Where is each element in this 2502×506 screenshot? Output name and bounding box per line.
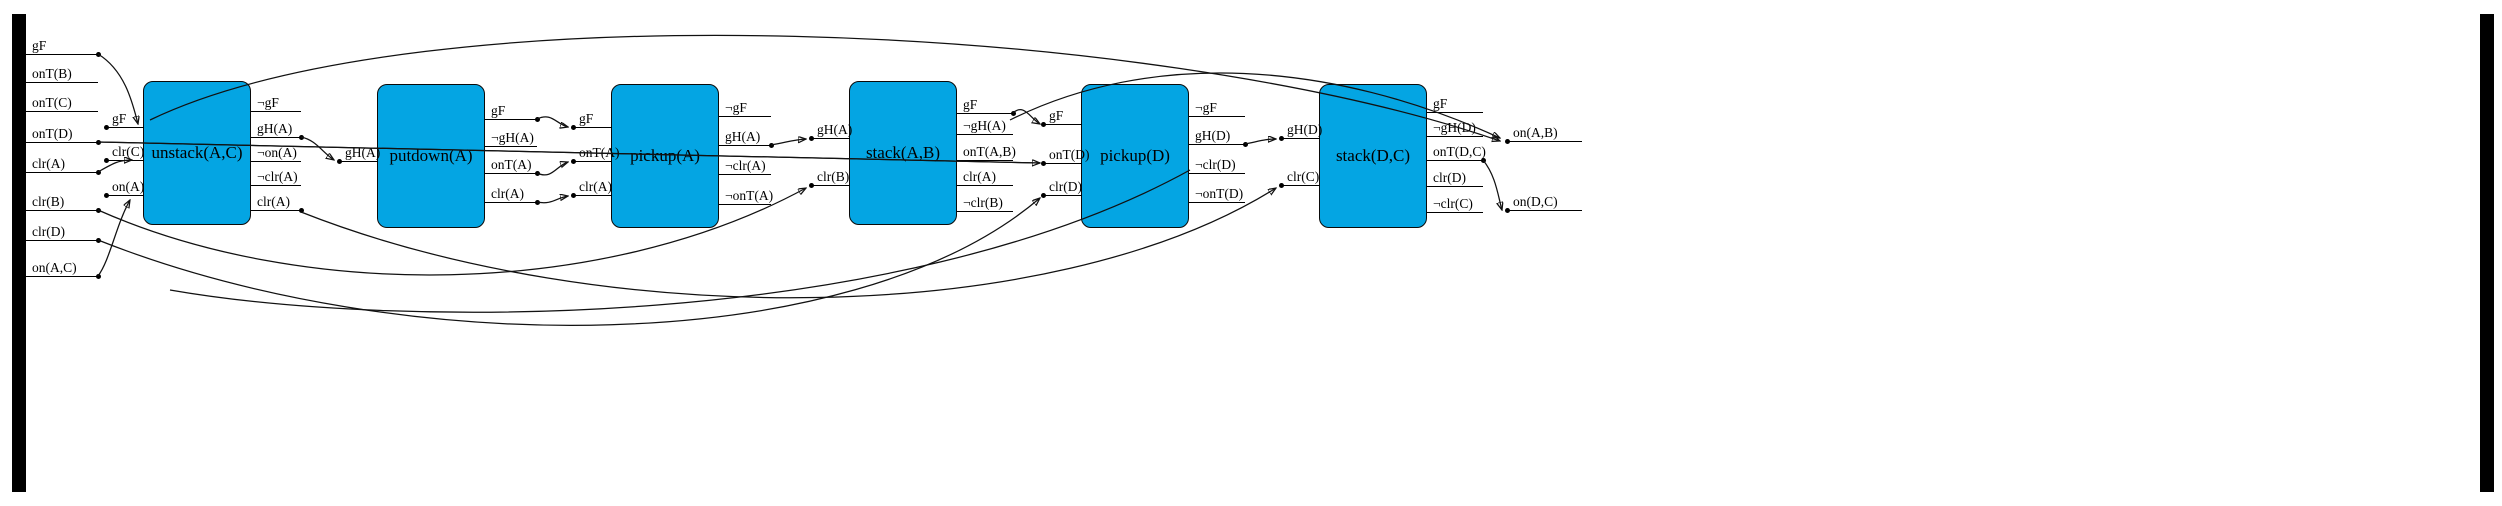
action-node-unstack-a-c[interactable]: unstack(A,C): [143, 81, 251, 225]
action-node-pickup-d[interactable]: pickup(D): [1081, 84, 1189, 228]
goal-bar: [2480, 14, 2494, 492]
edge-stackdc-ontdc-goal: [1482, 159, 1502, 210]
edge-putdown-onta-pickupa: [536, 162, 568, 176]
action-node-stack-d-c[interactable]: stack(D,C): [1319, 84, 1427, 228]
edge-pickupd-ghd-stackdc: [1244, 139, 1276, 145]
edge-putdown-gf-pickupa: [536, 116, 568, 127]
edge-unstack-gha-putdown: [300, 136, 334, 160]
action-node-pickup-a[interactable]: pickup(A): [611, 84, 719, 228]
action-node-stack-a-b[interactable]: stack(A,B): [849, 81, 957, 225]
edge-stackab-gf-pickupd: [1012, 109, 1040, 124]
initial-state-bar: [12, 14, 26, 492]
edge-pickupa-gha-stackab: [770, 139, 806, 146]
edge-init-clra-unstack-clrc: [97, 160, 132, 173]
edge-init-onac-unstack-ona: [97, 200, 130, 277]
edge-putdown-clra-pickupa: [536, 196, 568, 204]
action-node-putdown-a[interactable]: putdown(A): [377, 84, 485, 228]
